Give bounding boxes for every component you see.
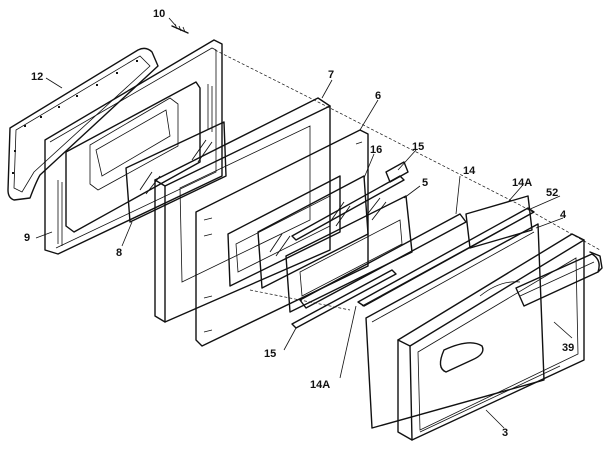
- retainer-strip-part-15-upper: [291, 161, 409, 241]
- callout-14A-lower: 14A: [310, 379, 330, 391]
- callout-6: 6: [375, 90, 381, 102]
- window-glass-part-16: [257, 175, 369, 289]
- outer-door-glass-part-4: [365, 223, 545, 429]
- callout-10: 10: [153, 8, 165, 20]
- callout-15-upper: 15: [412, 141, 424, 153]
- callout-8: 8: [116, 247, 122, 259]
- callout-16: 16: [370, 144, 382, 156]
- retainer-strip-part-15-lower: [291, 269, 397, 329]
- callout-15-lower: 15: [264, 348, 276, 360]
- callout-52: 52: [546, 187, 558, 199]
- callout-4: 4: [560, 209, 567, 221]
- door-handle-part-39: [515, 251, 603, 307]
- inner-glass-part-8: [125, 121, 227, 223]
- callout-5: 5: [422, 177, 428, 189]
- callout-14A-upper: 14A: [512, 177, 532, 189]
- leader-lines: [35, 17, 573, 429]
- explosion-axis-top: [214, 49, 601, 251]
- callout-14: 14: [463, 165, 476, 177]
- gasket-part-12: [7, 47, 159, 201]
- callout-7: 7: [328, 69, 334, 81]
- seal-channel-part-52: [357, 207, 535, 307]
- spacer-part-14A-upper: [465, 195, 533, 249]
- screw-part-10: [171, 23, 189, 34]
- middle-glass-part-5: [285, 195, 413, 313]
- outer-door-panel-part-3: [397, 233, 585, 441]
- callout-9: 9: [24, 232, 30, 244]
- callout-12: 12: [31, 71, 43, 83]
- callout-39: 39: [562, 342, 574, 354]
- callout-3: 3: [502, 427, 508, 439]
- door-frame-part-7: [154, 97, 331, 323]
- inner-door-liner-part-9: [44, 39, 223, 255]
- outer-glass-part-14: [299, 213, 467, 309]
